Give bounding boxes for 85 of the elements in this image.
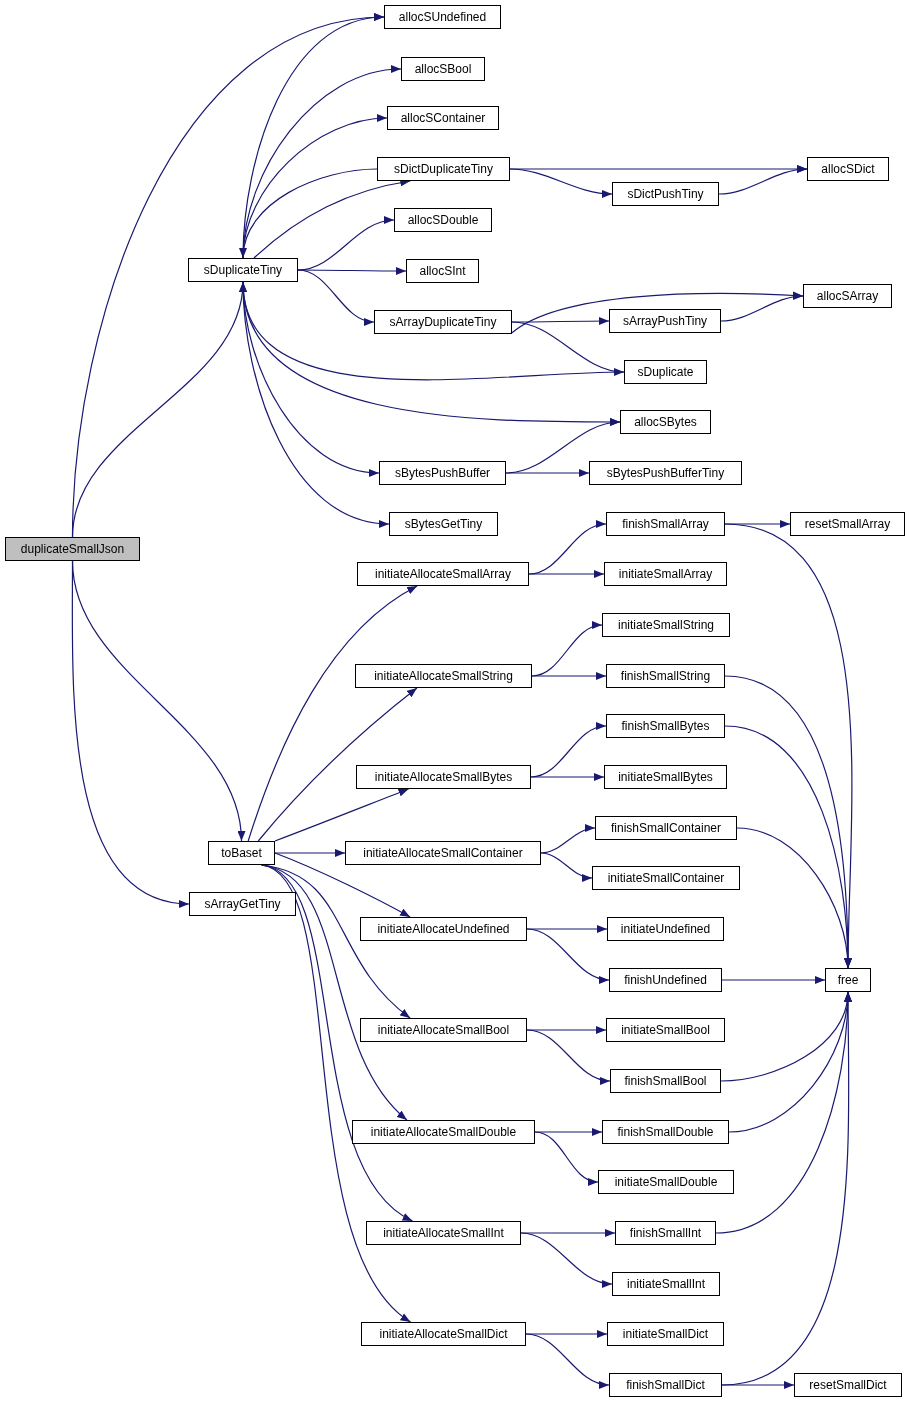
call-arrow [525,1330,608,1338]
function-box: resetSmallDict [794,1373,902,1397]
call-arrow [247,585,418,842]
call-arrow [720,292,804,322]
call-arrow [261,864,412,1323]
call-arrow [297,269,375,325]
function-box: initiateSmallInt [612,1272,720,1296]
function-box: initiateAllocateSmallArray [357,562,529,586]
call-arrow [526,925,608,933]
call-arrow [534,1128,603,1136]
function-box: toBaset [208,841,275,865]
call-arrow [531,672,607,680]
call-arrow [721,976,826,984]
call-arrow [736,827,852,969]
function-box: allocSArray [803,284,892,308]
function-box: finishSmallDouble [602,1120,729,1144]
call-arrow [526,1026,607,1034]
function-box: finishSmallString [606,664,725,688]
call-arrow [505,469,590,477]
function-box: sArrayDuplicateTiny [374,310,512,334]
call-arrow [274,849,346,857]
function-box: sBytesGetTiny [389,512,498,536]
function-box: initiateSmallDouble [598,1170,734,1194]
function-box: allocSDict [807,157,889,181]
function-box: initiateAllocateSmallContainer [345,841,541,865]
call-arrow [540,852,593,881]
call-arrow [520,1232,613,1287]
call-arrow [509,168,613,198]
function-box: finishSmallInt [615,1221,716,1245]
function-box: initiateAllocateSmallDict [361,1322,526,1346]
call-arrow [257,687,418,842]
function-box: finishUndefined [609,968,722,992]
function-box: finishSmallContainer [595,816,737,840]
function-box: initiateSmallContainer [592,866,740,890]
function-box: initiateUndefined [607,917,724,941]
function-box: initiateAllocateSmallString [355,664,532,688]
function-box: initiateAllocateSmallInt [366,1221,521,1245]
function-box: initiateAllocateUndefined [360,917,527,941]
function-box: duplicateSmallJson [5,537,140,561]
call-arrow [511,317,610,325]
call-arrow [274,788,410,842]
function-box: sDictDuplicateTiny [377,157,510,181]
function-box: allocSContainer [387,106,499,130]
function-box: finishSmallBytes [606,714,725,738]
function-box: initiateSmallString [602,613,730,637]
function-box: sDuplicateTiny [188,258,298,282]
call-arrow [526,928,610,983]
function-box: sArrayPushTiny [609,309,721,333]
function-box: sDictPushTiny [612,182,719,206]
call-arrow [530,773,605,781]
function-box: allocSDouble [394,208,492,232]
function-box: sArrayGetTiny [189,892,296,916]
call-arrow [528,570,605,578]
call-arrow [718,165,808,195]
function-box: initiateSmallDict [607,1322,724,1346]
function-box: initiateAllocateSmallBool [360,1018,527,1042]
call-arrow [240,281,625,381]
call-arrow [526,1029,611,1084]
function-box: finishSmallBool [610,1069,721,1093]
function-box: initiateSmallBytes [604,765,727,789]
function-box: finishSmallArray [606,512,725,536]
call-arrow [540,825,596,854]
function-box: allocSBool [401,57,485,81]
call-arrow [520,1229,616,1237]
call-arrow [721,1381,795,1389]
call-arrow [71,560,190,907]
call-arrow [240,168,378,259]
function-box: initiateAllocateSmallDouble [352,1120,535,1144]
function-box: initiateAllocateSmallBytes [356,765,531,789]
function-box: free [825,968,871,992]
function-box: allocSUndefined [384,5,501,29]
function-box: sDuplicate [624,360,707,384]
function-box: allocSInt [406,259,479,283]
call-arrow [525,1333,610,1388]
function-box: sBytesPushBufferTiny [589,461,742,485]
function-box: allocSBytes [620,410,711,434]
call-arrow [274,852,411,918]
call-arrow [534,1131,599,1185]
call-arrow [721,991,853,1386]
function-box: sBytesPushBuffer [379,461,506,485]
function-box: initiateSmallArray [604,562,727,586]
function-box: resetSmallArray [790,512,905,536]
call-arrow [297,267,407,275]
function-box: finishSmallDict [609,1373,722,1397]
function-box: initiateSmallBool [606,1018,725,1042]
